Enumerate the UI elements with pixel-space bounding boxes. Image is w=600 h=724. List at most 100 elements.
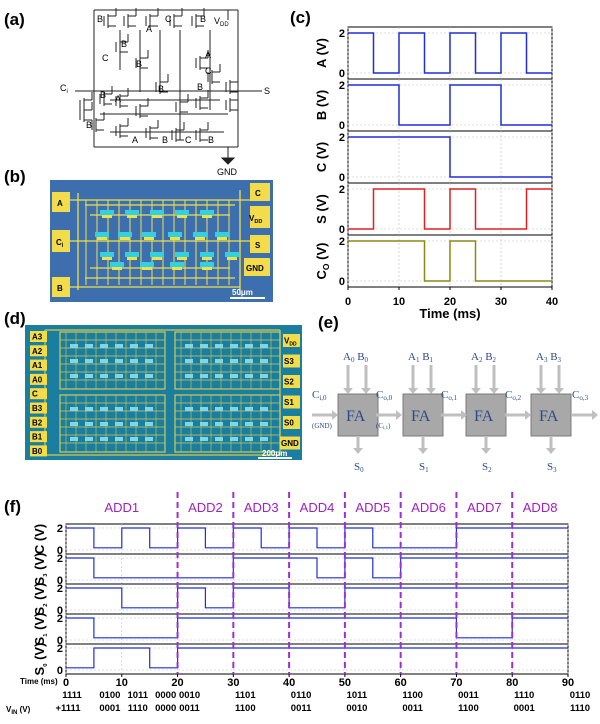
vin-value: 0000 xyxy=(155,703,176,714)
series-line-S2 xyxy=(66,587,568,609)
chip-gate xyxy=(115,437,123,441)
carry-label-3: Co,2 xyxy=(505,389,522,402)
tspan: (V) xyxy=(32,643,47,664)
adder-output-label-1: S1 xyxy=(419,461,429,474)
pad-s1 xyxy=(283,395,300,409)
label-a: A xyxy=(132,135,138,145)
label-b: B xyxy=(100,90,106,100)
series-line-A xyxy=(348,32,552,74)
tspan: A xyxy=(408,351,416,363)
arrow-b-in-head xyxy=(426,388,436,394)
arrow-b-in-head xyxy=(361,388,371,394)
chip-gate xyxy=(125,210,139,215)
label-a: A xyxy=(146,24,152,34)
y-tick-label: 0 xyxy=(57,575,63,587)
x-tick-label: 50 xyxy=(339,677,351,689)
chip-contact xyxy=(97,237,107,240)
pad-label-b3: B3 xyxy=(32,404,43,413)
pad-s3 xyxy=(283,354,300,368)
tspan: 2 xyxy=(479,356,483,364)
chip-gate xyxy=(185,344,193,348)
tspan: 1 xyxy=(425,466,429,474)
label-c: C xyxy=(205,66,212,76)
carry-arrow-4-head xyxy=(592,410,598,420)
y-axis-label-B: B (V) xyxy=(314,90,329,120)
pad-v xyxy=(283,334,300,347)
s-label: S xyxy=(264,86,270,96)
x-tick-label: 90 xyxy=(562,677,574,689)
chip-contact xyxy=(202,215,212,218)
tspan: S xyxy=(32,606,47,615)
y-axis-label-S0: S0 (V) xyxy=(32,643,49,676)
carry-label-4: Co,3 xyxy=(572,389,589,402)
pad-s xyxy=(250,235,270,253)
add-label-add4: ADD4 xyxy=(300,500,335,515)
chip-gate xyxy=(260,437,268,441)
label-b: B xyxy=(197,82,203,92)
arrow-s-out-head xyxy=(546,448,556,454)
add-label-add3: ADD3 xyxy=(244,500,279,515)
chip-gate xyxy=(115,359,123,363)
chip-gate xyxy=(115,407,123,411)
y-tick-label: 0 xyxy=(57,635,63,647)
pad-label-c: C xyxy=(255,189,261,198)
vin-value: 0100 xyxy=(99,690,120,701)
pad-gnd xyxy=(244,258,270,276)
x-tick-label: 10 xyxy=(393,296,405,308)
chip-contact xyxy=(202,257,212,260)
pad-label-s0: S0 xyxy=(284,419,294,428)
y-tick-label: 0 xyxy=(339,68,345,80)
chip-gate xyxy=(215,407,223,411)
arrow-s-out-head xyxy=(418,448,428,454)
vin-value: 1100 xyxy=(235,703,256,714)
y-axis-label-C: C (V) xyxy=(314,142,329,172)
chip-gate xyxy=(168,232,182,237)
vin-value: 1100 xyxy=(402,690,423,701)
chip-gate xyxy=(85,374,93,378)
arrow-b-in-head xyxy=(554,388,564,394)
chip-gate xyxy=(142,232,156,237)
chip-gate xyxy=(215,344,223,348)
vin-value: 0011 xyxy=(402,703,423,714)
x-tick-label: 70 xyxy=(450,677,462,689)
series-line-C xyxy=(66,527,568,549)
pad-label-gnd: GND xyxy=(281,439,299,448)
pad-b xyxy=(52,277,70,297)
chip-contact xyxy=(142,267,152,270)
chip-gate xyxy=(200,437,208,441)
vin-value: 1111 xyxy=(62,690,82,701)
ci-label: Ci xyxy=(60,83,68,95)
gnd-label: GND xyxy=(217,167,238,177)
chip-gate xyxy=(145,437,153,441)
chip-gate xyxy=(125,252,139,257)
tspan: S xyxy=(32,576,47,585)
chip-gate xyxy=(70,437,78,441)
label-b: B xyxy=(200,14,206,24)
chip-gate xyxy=(70,344,78,348)
full-adder-label-3: FA xyxy=(539,408,559,425)
pad-label-vdd: VDD xyxy=(249,214,262,225)
tspan: A xyxy=(343,351,351,363)
y-axis-label-A: A (V) xyxy=(314,38,329,68)
chip-gate xyxy=(200,262,214,267)
x-axis-label-c: Time (ms) xyxy=(419,306,480,321)
tspan: 0 xyxy=(365,356,369,364)
pad-label-s2: S2 xyxy=(284,378,294,387)
chip-contact xyxy=(227,257,237,260)
chip-gate xyxy=(145,407,153,411)
add-label-add7: ADD7 xyxy=(467,500,502,515)
y-axis-label-Co: CO (V) xyxy=(314,243,331,280)
pad-label-b1: B1 xyxy=(32,433,43,442)
label-c: C xyxy=(102,53,109,63)
adder-output-label-0: S0 xyxy=(354,461,364,474)
chip-gate xyxy=(230,437,238,441)
panel-label-b: (b) xyxy=(4,167,26,186)
tspan: B xyxy=(482,351,492,363)
pad-s0 xyxy=(283,416,300,429)
tspan: 1 xyxy=(416,356,420,364)
plot-frame-S0 xyxy=(65,643,569,675)
schematic-labels: B A C B C B B B A C B B A B A B C B VDD … xyxy=(60,14,270,177)
